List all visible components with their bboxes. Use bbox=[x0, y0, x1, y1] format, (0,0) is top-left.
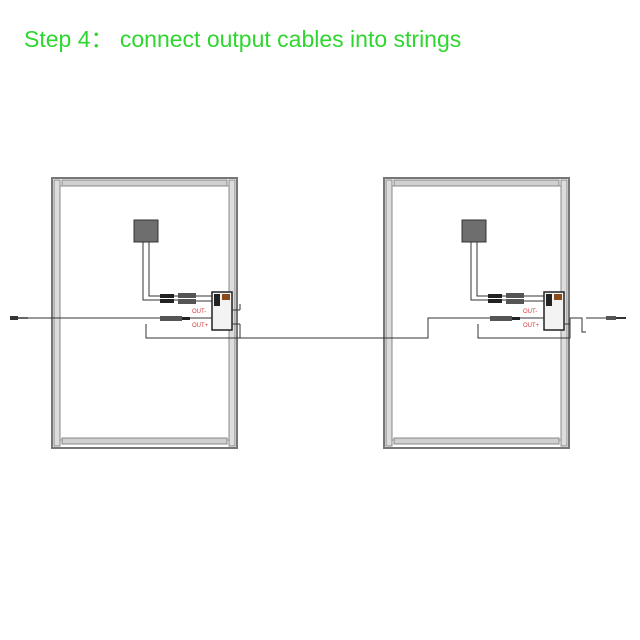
panel-2-optimizer bbox=[543, 291, 565, 331]
panel-1-junction-leads bbox=[142, 242, 178, 301]
panel-1-optimizer bbox=[211, 291, 233, 331]
panel-1-output-connectors bbox=[160, 309, 240, 325]
panel-2-output-connectors bbox=[490, 316, 544, 321]
step-title: Step 4： connect output cables into strin… bbox=[24, 26, 462, 52]
string-left-end-cable bbox=[10, 316, 160, 320]
panel-2-outer-frame bbox=[383, 177, 570, 449]
panel-1-input-connectors bbox=[160, 293, 212, 304]
series-link-cable bbox=[239, 317, 490, 339]
solar-panel-2: OUT- OUT+ bbox=[383, 177, 570, 449]
panel-2-junction-leads bbox=[470, 242, 506, 301]
panel-1-junction-box bbox=[133, 219, 159, 243]
panel-2-bottom-rail bbox=[393, 437, 560, 445]
panel-1-outer-frame bbox=[51, 177, 238, 449]
string-right-end-cable bbox=[564, 316, 626, 333]
panel-2-return-cable bbox=[477, 318, 571, 339]
panel-2-top-rail bbox=[393, 179, 560, 187]
panel-1-out-plus-label: OUT+ bbox=[192, 323, 209, 329]
panel-1-left-rail bbox=[53, 179, 61, 447]
panel-2-input-connectors bbox=[488, 293, 544, 304]
panel-2-junction-box bbox=[461, 219, 487, 243]
panel-1-top-rail bbox=[61, 179, 228, 187]
panel-1-return-cable bbox=[145, 304, 241, 339]
solar-panel-1: OUT- OUT+ bbox=[51, 177, 240, 449]
panel-1-bottom-rail bbox=[61, 437, 228, 445]
panel-2-out-plus-label: OUT+ bbox=[523, 323, 540, 329]
panel-1-out-minus-label: OUT- bbox=[192, 309, 206, 315]
panel-2-out-minus-label: OUT- bbox=[523, 309, 537, 315]
panel-2-left-rail bbox=[385, 179, 393, 447]
